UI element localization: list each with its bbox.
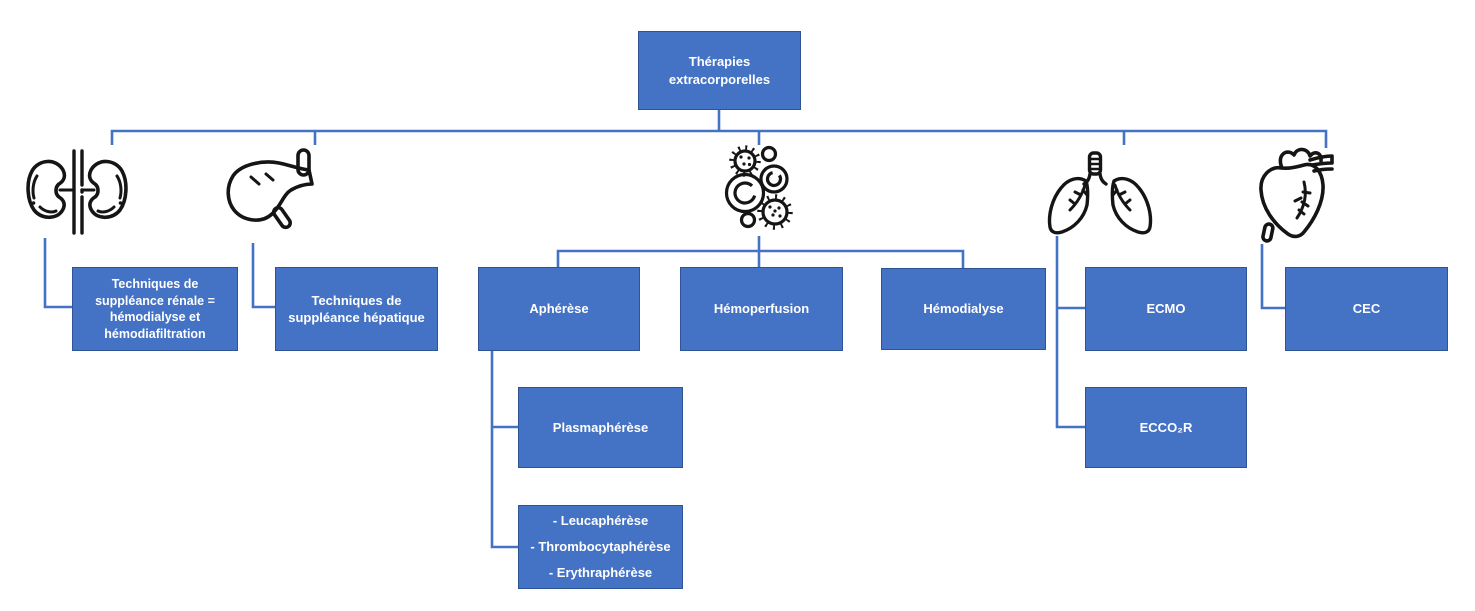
node-ecco2r-label: ECCO₂R [1139,419,1193,435]
liver-icon [226,148,314,230]
node-suppleance-renale-label: Techniques de suppléance rénale = hémodi… [95,277,215,341]
node-suppleance-hepatique: Techniques de suppléance hépatique [275,267,438,351]
node-hemodialyse: Hémodialyse [881,268,1046,350]
apherese-type-thrombocytapherese: - Thrombocytaphérèse [530,539,671,554]
node-suppleance-hepatique-label: Techniques de suppléance hépatique [288,292,425,325]
node-hemoperfusion: Hémoperfusion [680,267,843,351]
node-plasmapherese-label: Plasmaphérèse [552,419,649,435]
apherese-type-leucapherese: - Leucaphérèse [552,513,649,528]
node-hemodialyse-label: Hémodialyse [923,301,1004,317]
lungs-icon [1047,151,1153,235]
node-apherese-types: - Leucaphérèse - Thrombocytaphérèse - Er… [518,505,683,589]
node-therapies-extracorporelles-label: Thérapies extracorporelles [668,54,771,87]
kidneys-icon [26,149,128,235]
node-plasmapherese: Plasmaphérèse [518,387,683,468]
node-hemoperfusion-label: Hémoperfusion [713,301,810,317]
node-cec-label: CEC [1352,301,1381,317]
heart-icon [1259,147,1334,243]
node-cec: CEC [1285,267,1448,351]
microbes-icon [724,145,793,230]
node-ecmo: ECMO [1085,267,1247,351]
node-ecmo-label: ECMO [1146,301,1186,317]
node-ecco2r: ECCO₂R [1085,387,1247,468]
node-apherese: Aphérèse [478,267,640,351]
node-suppleance-renale: Techniques de suppléance rénale = hémodi… [72,267,238,351]
node-apherese-label: Aphérèse [529,301,589,317]
apherese-type-erythrapherese: - Erythraphérèse [548,565,653,580]
node-therapies-extracorporelles: Thérapies extracorporelles [638,31,801,110]
